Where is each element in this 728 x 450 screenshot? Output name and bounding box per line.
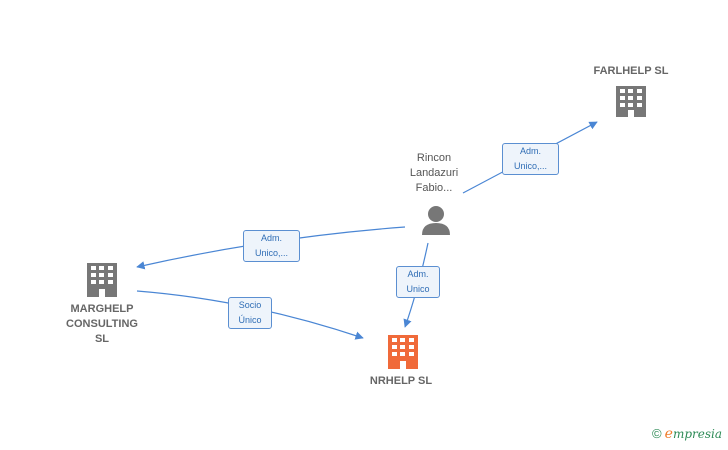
edge-label-line: Socio xyxy=(238,300,262,310)
building-icon[interactable] xyxy=(87,263,117,297)
node-label-farlhelp[interactable]: FARLHELP SL xyxy=(593,65,669,77)
edge-label-rincon-farlhelp[interactable]: Adm. Unico,... xyxy=(502,143,559,175)
edge-label-line: Unico xyxy=(406,284,430,294)
copyright-icon: © xyxy=(652,426,662,441)
node-label-marghelp[interactable]: MARGHELP CONSULTING SL xyxy=(66,303,138,345)
node-label-nrhelp[interactable]: NRHELP SL xyxy=(369,375,433,387)
edge-label-marghelp-nrhelp[interactable]: Socio Único xyxy=(228,297,272,329)
edge-label-line: Unico,... xyxy=(513,161,547,171)
person-icon[interactable] xyxy=(422,206,450,235)
brand-logo-text: mpresia xyxy=(672,427,722,441)
edge-label-line: Adm. xyxy=(519,146,541,156)
edge-label-rincon-marghelp[interactable]: Adm. Unico,... xyxy=(243,230,300,262)
building-icon[interactable] xyxy=(616,86,646,117)
building-icon[interactable] xyxy=(388,335,418,369)
edge-label-line: Único xyxy=(238,315,262,325)
node-label-rincon[interactable]: Rincon Landazuri Fabio... xyxy=(409,152,459,194)
edge-label-rincon-nrhelp[interactable]: Adm. Unico xyxy=(396,266,440,298)
brand-watermark: ©empresia xyxy=(652,426,722,442)
edge-label-line: Adm. xyxy=(260,233,282,243)
brand-logo-e: e xyxy=(664,426,673,442)
edge-label-line: Unico,... xyxy=(254,248,288,258)
edge-label-line: Adm. xyxy=(407,269,429,279)
